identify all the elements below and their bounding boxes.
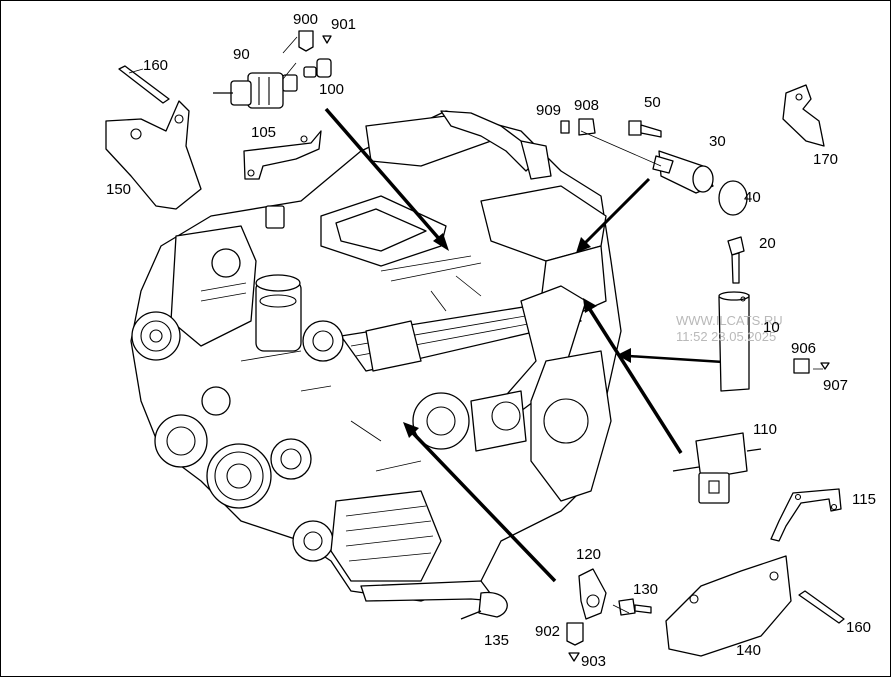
part-903-seal[interactable] (568, 652, 580, 662)
part-40-o-ring[interactable] (718, 180, 748, 216)
callout-160-top[interactable]: 160 (143, 57, 168, 74)
part-120-knock-sensor[interactable] (578, 568, 607, 620)
callout-140[interactable]: 140 (736, 642, 761, 659)
callout-900[interactable]: 900 (293, 11, 318, 28)
watermark-timestamp: 11:52 23.05.2025 (676, 329, 776, 344)
part-10-sensor[interactable] (718, 291, 750, 392)
part-901-seal[interactable] (322, 35, 332, 44)
part-908-connector[interactable] (578, 118, 596, 136)
part-150-bracket[interactable] (105, 100, 202, 210)
callout-labels: 900 901 90 160 100 105 150 909 908 50 30… (106, 11, 876, 670)
part-160-stud-top[interactable] (118, 65, 170, 104)
part-115-bracket[interactable] (770, 488, 842, 542)
callout-120[interactable]: 120 (576, 546, 601, 563)
part-20-bolt[interactable] (727, 236, 745, 284)
watermark-site: WWW.ILCATS.RU (676, 313, 783, 328)
callout-160-bottom[interactable]: 160 (846, 619, 871, 636)
callout-150[interactable]: 150 (106, 181, 131, 198)
part-135-cable-tie[interactable] (460, 591, 508, 620)
part-50-bolt[interactable] (628, 120, 662, 138)
callout-40[interactable]: 40 (744, 189, 761, 206)
callout-908[interactable]: 908 (574, 97, 599, 114)
part-170-bracket[interactable] (782, 84, 825, 147)
callout-90[interactable]: 90 (233, 46, 250, 63)
callout-902[interactable]: 902 (535, 623, 560, 640)
part-909-seal[interactable] (560, 120, 570, 134)
callout-50[interactable]: 50 (644, 94, 661, 111)
engine-assembly (130, 110, 622, 602)
part-160-stud-bottom[interactable] (798, 590, 845, 624)
part-902-connector[interactable] (566, 622, 584, 646)
part-130-bolt[interactable] (618, 598, 652, 616)
callout-170[interactable]: 170 (813, 151, 838, 168)
part-907-seal[interactable] (820, 362, 830, 370)
callout-907[interactable]: 907 (823, 377, 848, 394)
part-900-connector[interactable] (298, 30, 314, 52)
part-105-bracket[interactable] (243, 130, 322, 180)
callout-115[interactable]: 115 (852, 491, 876, 508)
callout-10[interactable]: 10 (763, 319, 780, 336)
callout-20[interactable]: 20 (759, 235, 776, 252)
part-100-cap[interactable] (303, 58, 332, 78)
callout-909[interactable]: 909 (536, 102, 561, 119)
callout-906[interactable]: 906 (791, 340, 816, 357)
callout-903[interactable]: 903 (581, 653, 606, 670)
callout-105[interactable]: 105 (251, 124, 276, 141)
part-90-switch-valve[interactable] (213, 72, 298, 109)
callout-130[interactable]: 130 (633, 581, 658, 598)
callout-901[interactable]: 901 (331, 16, 356, 33)
callout-30[interactable]: 30 (709, 133, 726, 150)
callout-135[interactable]: 135 (484, 632, 509, 649)
part-140-heat-shield[interactable] (665, 555, 792, 657)
part-30-camshaft-sensor[interactable] (652, 150, 714, 194)
part-906-connector[interactable] (793, 358, 810, 374)
callout-arrows (324, 107, 740, 583)
callout-100[interactable]: 100 (319, 81, 344, 98)
part-110-pressure-converter[interactable] (672, 432, 762, 504)
leader-lines (128, 36, 823, 614)
callout-110[interactable]: 110 (753, 421, 777, 438)
